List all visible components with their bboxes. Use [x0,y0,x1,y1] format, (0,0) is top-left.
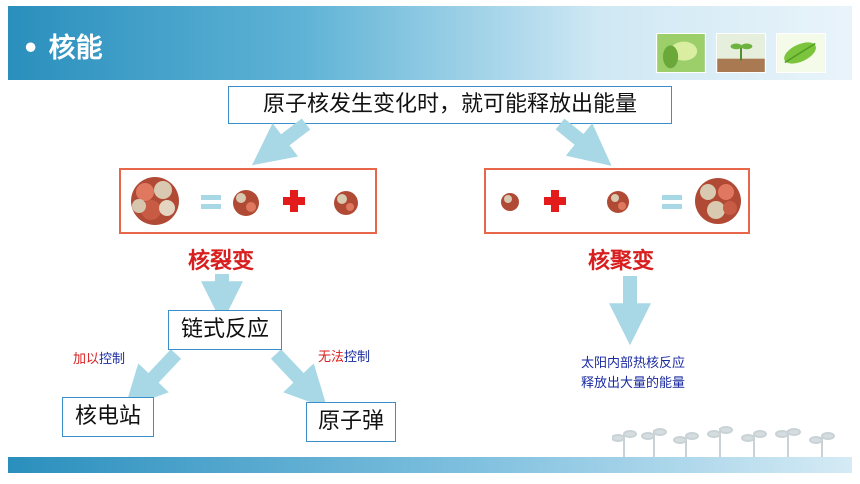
arrow-to-power-station [124,349,182,409]
sprout-photo-icon [716,33,766,73]
medium-nucleus-icon [233,190,259,216]
fission-diagram [119,168,377,234]
uncontrolled-prefix: 无法 [318,350,345,365]
equals-icon [662,195,682,209]
uncontrolled-suffix: 控制 [344,350,371,365]
sun-note-line2: 释放出大量的能量 [580,376,685,391]
plus-icon [544,190,566,212]
power-station-box: 核电站 [62,397,154,437]
controlled-suffix: 控制 [99,352,126,367]
small-nucleus-icon [607,191,629,213]
footer-bar [8,457,852,473]
plus-icon [283,190,305,212]
controlled-prefix: 加以 [73,352,100,367]
top-statement: 原子核发生变化时，就可能释放出能量 [228,86,672,124]
large-nucleus-icon [131,177,179,225]
controlled-label: 加以控制 [73,348,125,367]
fission-label: 核裂变 [188,249,255,274]
fusion-diagram [484,168,750,234]
arrow-to-fission [251,118,311,166]
sun-note-line1: 太阳内部热核反应 [580,356,685,371]
sun-note: 太阳内部热核反应 释放出大量的能量 [568,354,698,394]
green-leaf-photo-icon [776,33,826,73]
large-nucleus-icon [695,178,741,224]
small-nucleus-icon [334,191,358,215]
header-bar: • 核能 [8,6,852,80]
arrow-to-bomb [270,349,328,409]
arrow-to-fusion [555,118,612,166]
chain-reaction-box: 链式反应 [168,310,282,350]
leaf-photo-icon [656,33,706,73]
atomic-bomb-box: 原子弹 [306,402,396,442]
page-title: • 核能 [22,33,103,64]
plant-decoration-icon [612,426,835,458]
fusion-label: 核聚变 [588,249,655,274]
uncontrolled-label: 无法控制 [318,346,370,365]
equals-icon [201,195,221,209]
small-nucleus-icon [501,193,519,211]
